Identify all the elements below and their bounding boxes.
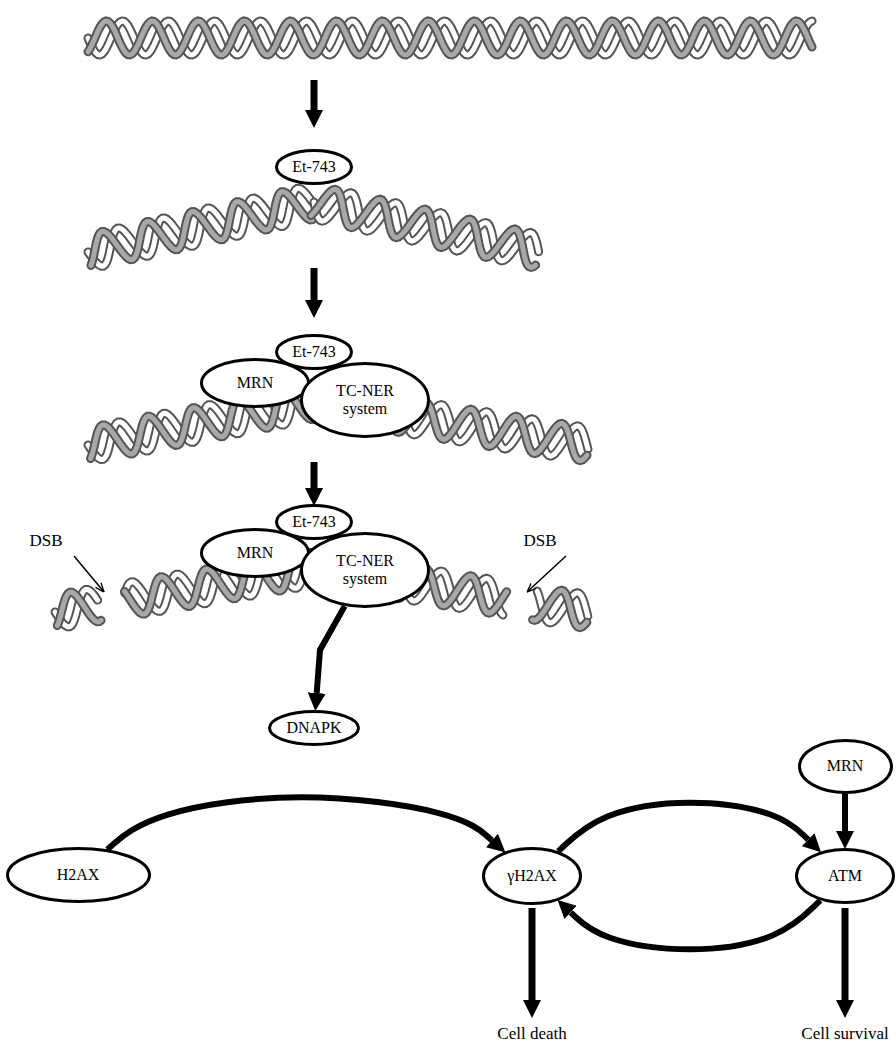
ellipse-node: MRN: [200, 528, 310, 578]
node-text: ATM: [828, 867, 862, 885]
node-text: TC-NER system: [330, 552, 400, 587]
helix-strand: [88, 21, 812, 55]
ellipse-node: DNAPK: [268, 710, 360, 746]
node-text: H2AX: [57, 866, 100, 884]
node-text: Et-743: [292, 158, 336, 176]
outcome-label: Cell death: [497, 1025, 566, 1044]
node-text: TC-NER system: [330, 382, 400, 417]
helix-strand: [57, 592, 101, 625]
node-text: MRN: [237, 374, 273, 392]
node-text: γH2AX: [507, 867, 557, 885]
arrow-connector: [842, 794, 848, 832]
node-text: DNAPK: [286, 719, 341, 737]
helix-strand: [533, 590, 587, 627]
flow-arrow: [529, 908, 536, 1000]
break-label: DSB: [523, 532, 556, 551]
node-text: MRN: [237, 544, 273, 562]
ellipse-node: TC-NER system: [300, 362, 430, 438]
ellipse-node: γH2AX: [482, 847, 582, 905]
flow-arrow: [311, 268, 318, 300]
leader-arrow: [74, 556, 104, 592]
helix-strand: [88, 21, 812, 55]
helix-strand: [311, 189, 536, 267]
flow-arrow: [842, 908, 849, 1000]
helix-strand: [91, 192, 316, 266]
ellipse-node: ATM: [795, 848, 895, 904]
arrow-connector: [107, 797, 492, 849]
dna-helix: [55, 21, 812, 628]
outcome-label: Cell survival: [801, 1025, 888, 1044]
ellipse-node: H2AX: [6, 847, 151, 903]
helix-strand: [533, 590, 587, 627]
arrow-connector: [571, 900, 821, 949]
helix-strand: [91, 192, 316, 266]
arrow-connector: [558, 803, 808, 852]
helix-strand: [57, 592, 101, 625]
node-text: MRN: [827, 757, 863, 775]
ellipse-node: Et-743: [275, 149, 353, 185]
helix-strand: [88, 21, 812, 55]
helix-strand: [311, 189, 536, 267]
ellipse-node: MRN: [200, 358, 310, 408]
node-text: Et-743: [292, 343, 336, 361]
flow-arrow: [311, 462, 318, 488]
ellipse-node: TC-NER system: [300, 532, 430, 608]
flow-arrow: [311, 80, 318, 110]
ellipse-node: MRN: [798, 739, 893, 794]
break-label: DSB: [29, 532, 62, 551]
leader-arrow: [527, 556, 566, 592]
node-text: Et-743: [292, 513, 336, 531]
arrow-connector: [317, 606, 345, 693]
helix-strand: [88, 21, 812, 55]
